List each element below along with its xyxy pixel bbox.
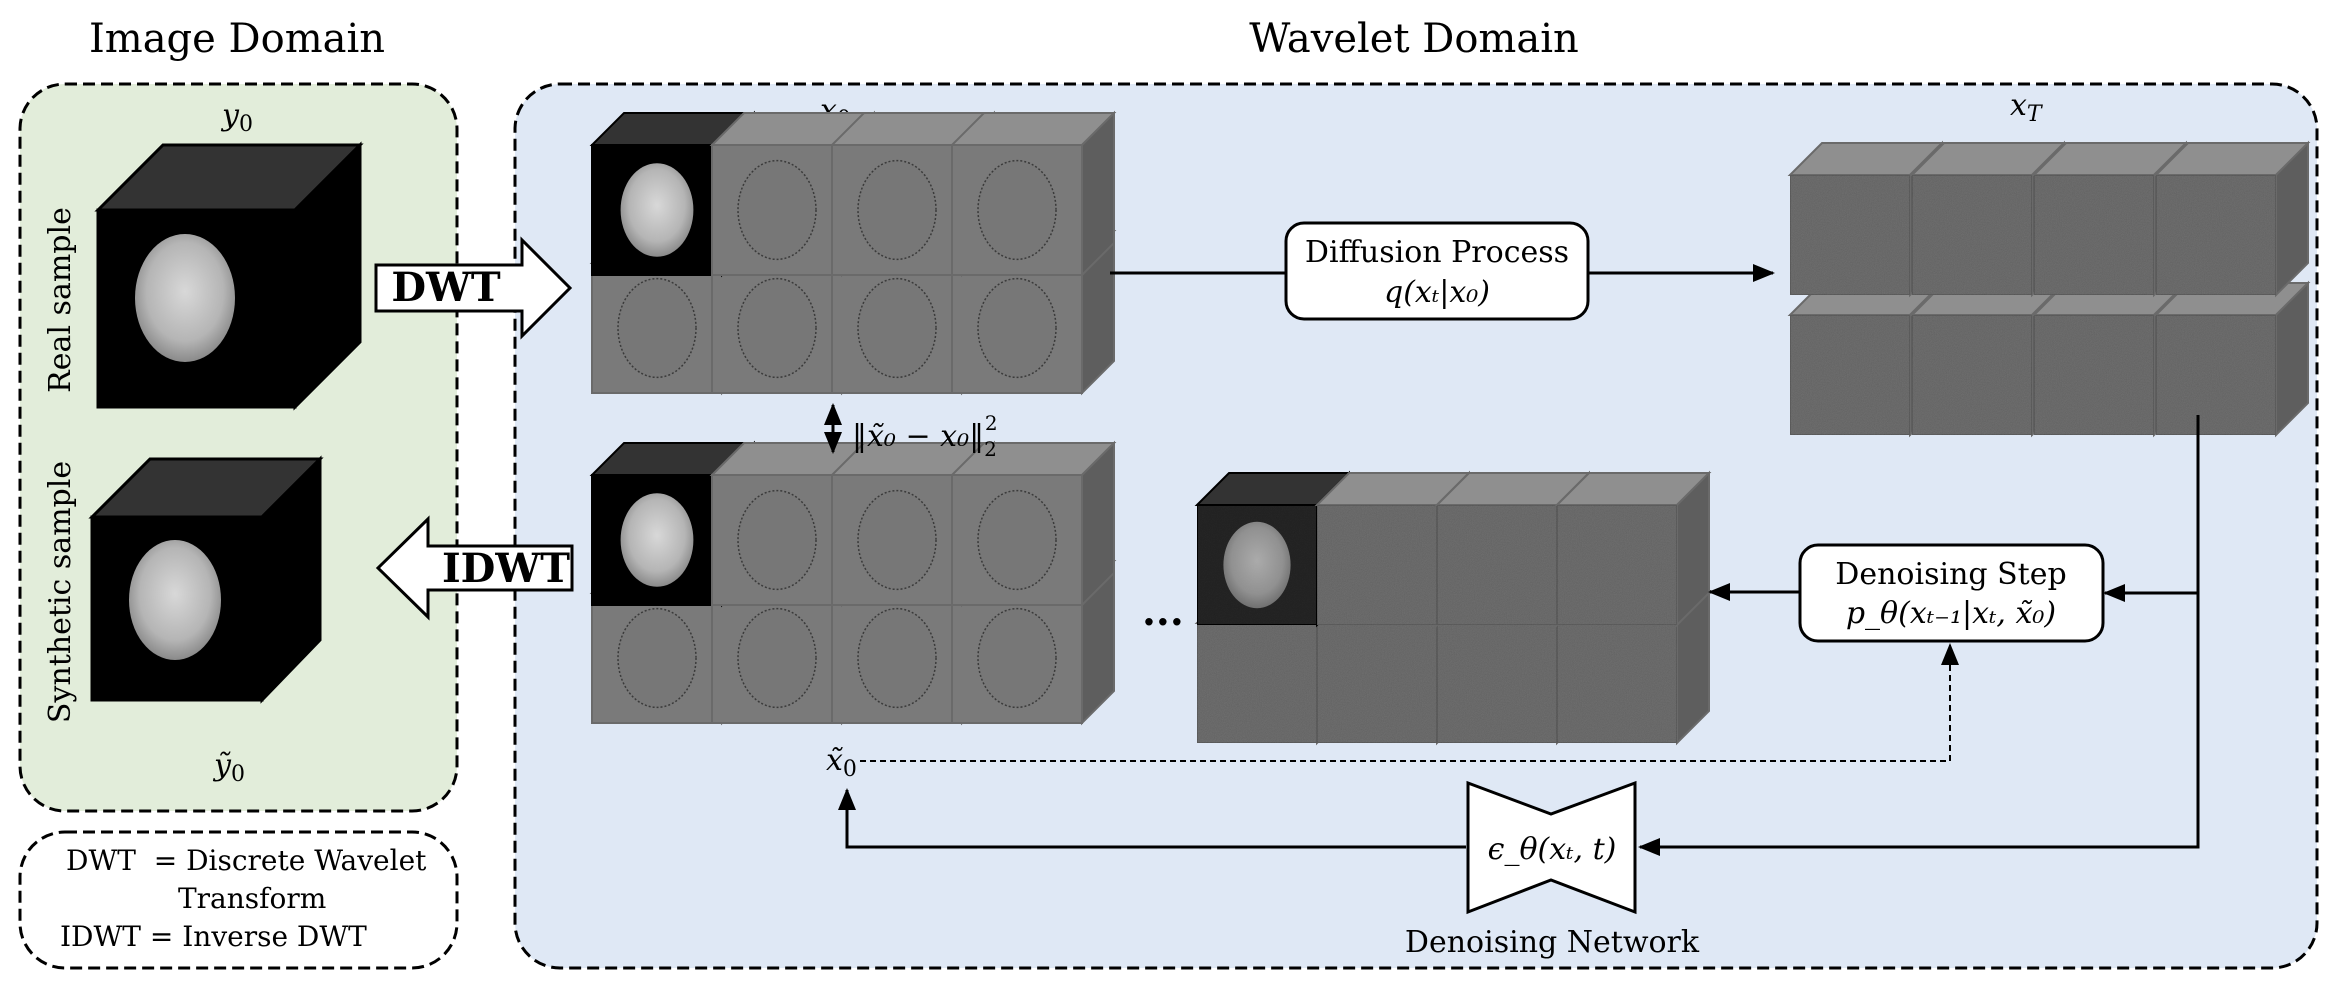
denoising-network-label: Denoising Network — [1405, 925, 1700, 960]
cube-front-face — [1196, 622, 1318, 744]
xT-noise-cubes — [1787, 140, 2311, 438]
cube-front-face — [2033, 174, 2155, 296]
cube-front-face — [1556, 622, 1678, 744]
diffusion-process-box — [1284, 221, 1590, 321]
cube-front-face — [1316, 504, 1438, 626]
denoising-step-formula: p_θ(xₜ₋₁|xₜ, x̃₀) — [1846, 596, 2056, 631]
cube-front-face — [1789, 314, 1911, 436]
image-domain-title: Image Domain — [89, 16, 385, 62]
legend-idwt-line: IDWT = Inverse DWT — [60, 920, 367, 953]
synthetic-sample-cube — [88, 455, 324, 704]
cube-noisy-detail — [1314, 470, 1472, 628]
cube-noisy-detail — [1554, 470, 1712, 628]
idwt-arrow: IDWT — [375, 515, 574, 621]
x0-tilde-to-denoising-dashed-arrow — [860, 643, 1959, 762]
wavelet-detail-image — [977, 607, 1057, 709]
wavelet-detail-image — [737, 489, 817, 591]
brain-image — [129, 540, 221, 660]
cube-noise — [2153, 280, 2311, 438]
cube-front-face — [1911, 314, 2033, 436]
idwt-label: IDWT — [442, 545, 570, 592]
legend-panel — [18, 830, 459, 970]
diffusion-process-formula: q(xₜ|x₀) — [1384, 275, 1490, 310]
cube-front-face — [1789, 174, 1911, 296]
real-sample-label: Real sample — [43, 207, 78, 393]
dwt-label: DWT — [391, 264, 501, 311]
wavelet-detail-image — [857, 277, 937, 379]
x0-tilde-label: x̃0 — [826, 743, 857, 782]
brain-image — [1223, 521, 1291, 609]
wavelet-detail-image — [737, 277, 817, 379]
cube-front-face — [2155, 314, 2277, 436]
cube-brain-detail — [949, 440, 1117, 608]
wavelet-detail-image — [617, 607, 697, 709]
legend-dwt-line2: Transform — [178, 882, 326, 915]
wavelet-detail-image — [617, 277, 697, 379]
cube-front-face — [1556, 504, 1678, 626]
wavelet-detail-image — [857, 607, 937, 709]
wavelet-detail-image — [977, 277, 1057, 379]
network-to-x0-tilde-arrow — [838, 788, 1466, 849]
denoising-network-shape — [1466, 780, 1637, 915]
cube-front-face — [1436, 622, 1558, 744]
y0-tilde-label: ỹ0 — [212, 748, 245, 787]
xt-intermediate-cubes — [1194, 470, 1712, 746]
xT-to-network-arrow — [1638, 415, 2200, 856]
synthetic-sample-label: Synthetic sample — [43, 461, 78, 723]
brain-image — [135, 234, 235, 362]
cube-brain-detail — [949, 110, 1117, 278]
wavelet-detail-image — [737, 607, 817, 709]
cube-brain-detail — [709, 110, 877, 278]
cube-front-face — [2155, 174, 2277, 296]
x0-tilde-wavelet-cubes — [589, 440, 1117, 726]
ellipsis: ... — [1142, 588, 1184, 635]
wavelet-detail-image — [977, 489, 1057, 591]
xT-label: xT — [2010, 88, 2044, 127]
diffusion-process-title: Diffusion Process — [1305, 235, 1569, 270]
y0-label: y0 — [220, 98, 253, 137]
cube-front-face — [2033, 314, 2155, 436]
dwt-arrow: DWT — [374, 236, 573, 340]
brain-image — [620, 493, 694, 587]
x0-wavelet-cubes — [589, 110, 1117, 396]
brain-image — [620, 163, 694, 257]
loss-label: ‖x̃₀ − x₀‖22 — [852, 411, 998, 461]
wavelet-detail-image — [857, 159, 937, 261]
denoising-step-title: Denoising Step — [1835, 557, 2066, 592]
real-sample-cube — [94, 141, 364, 411]
cube-front-face — [1436, 504, 1558, 626]
wavelet-detail-image — [977, 159, 1057, 261]
cube-front-face — [1316, 622, 1438, 744]
cube-noise — [1909, 140, 2067, 298]
cube-noise — [2153, 140, 2311, 298]
legend-dwt-line: DWT = Discrete Wavelet — [66, 844, 427, 877]
denoising-network-formula: ϵ_θ(xₜ, t) — [1488, 832, 1617, 867]
wavelet-detail-image — [857, 489, 937, 591]
cube-front-face — [1911, 174, 2033, 296]
wavelet-detail-image — [737, 159, 817, 261]
wavelet-domain-title: Wavelet Domain — [1249, 16, 1579, 62]
